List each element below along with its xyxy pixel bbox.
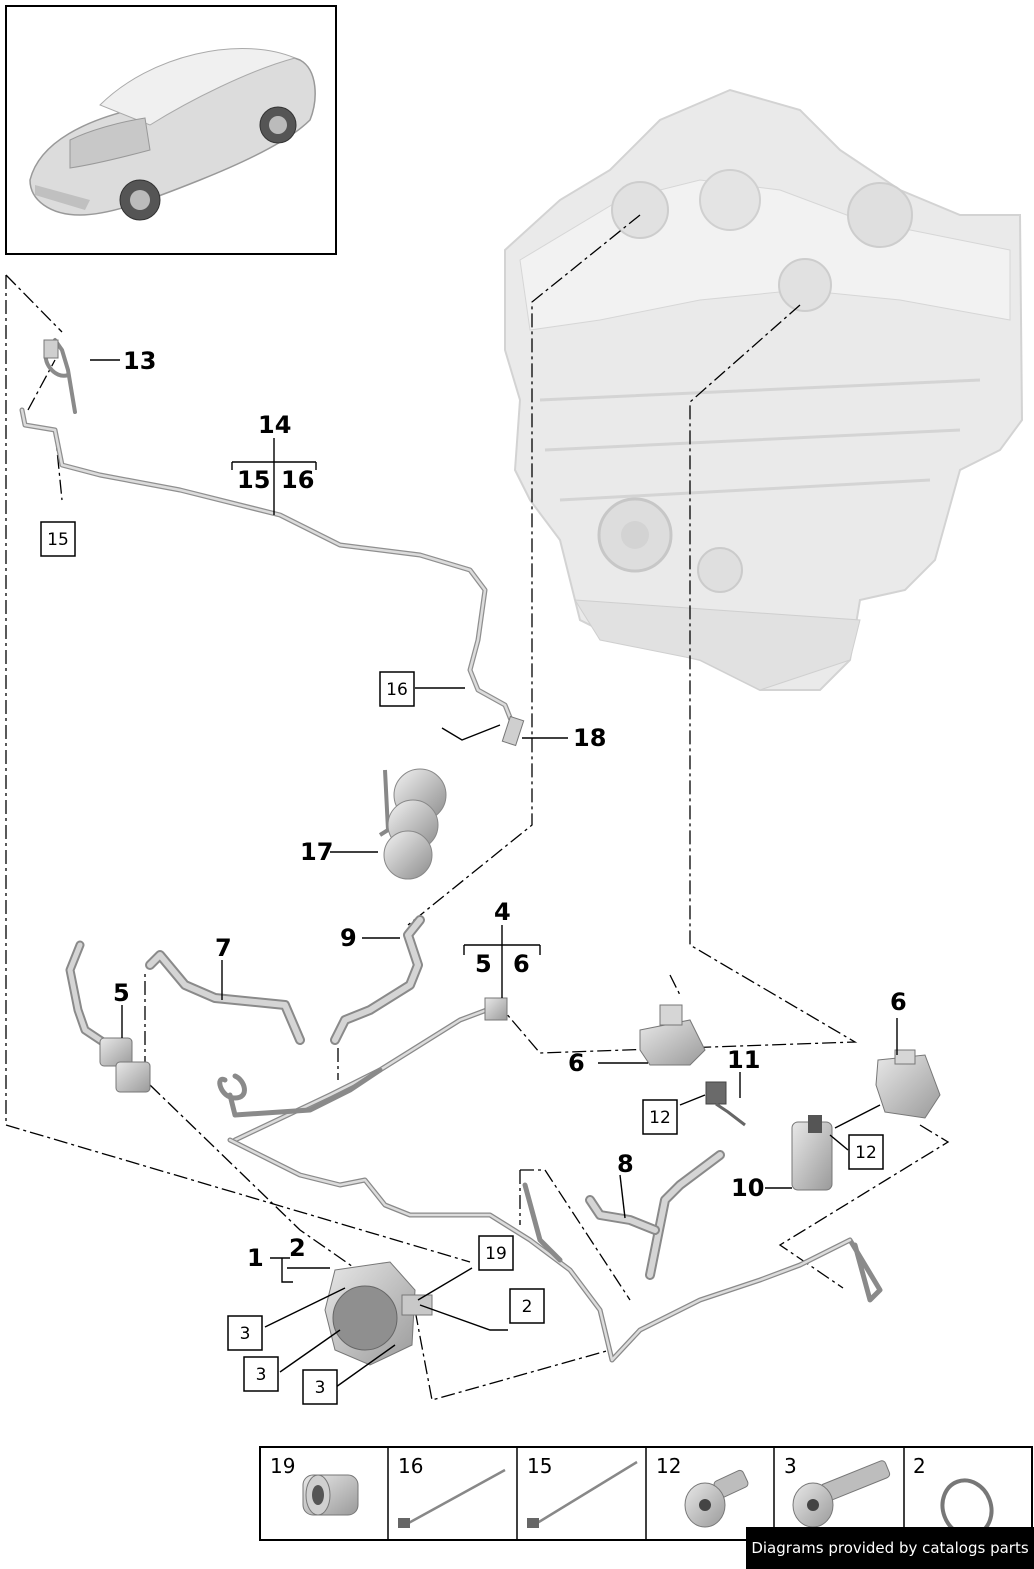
callout-10: 10 [731,1174,764,1202]
part-13-line-end [43,339,59,359]
callout-6: 6 [568,1049,585,1077]
callout-13: 13 [123,347,156,375]
callout-2: 2 [289,1234,306,1262]
legend-number: 12 [656,1454,681,1478]
legend-number: 16 [398,1454,423,1478]
part-4-junction [484,997,508,1021]
part-18-connector [501,715,525,747]
legend-cell-12: 12 [656,1454,749,1528]
short-bolt-icon [684,1469,749,1528]
box-ref-12-right: 12 [855,1143,877,1163]
vacuum-lines [19,338,883,1363]
legend-cell-3: 3 [784,1454,891,1528]
callout-7: 7 [215,934,232,962]
callout-1: 1 [247,1244,264,1272]
cable-tie-icon [398,1468,506,1528]
callout-9: 9 [340,924,357,952]
box-ref-12: 12 [649,1108,671,1128]
callout-6-right: 6 [890,988,907,1016]
legend-number: 3 [784,1454,797,1478]
long-bolt-icon [792,1460,891,1528]
callout-lines [90,359,898,1388]
part-6-valve-upper [639,1004,706,1066]
legend-cell-15: 15 [527,1454,638,1528]
part-17-vacuum-reservoir [378,768,447,880]
cable-tie-icon [527,1460,638,1528]
engine-block [504,88,1024,691]
legend-table: 19 16 15 12 [259,1446,1033,1541]
leader-lines [5,214,950,1401]
callout-14: 14 [258,411,291,439]
callout-8: 8 [617,1150,634,1178]
callout-11: 11 [727,1046,760,1074]
vehicle-inset [5,5,337,255]
callout-18: 18 [573,724,606,752]
box-ref-16: 16 [386,680,408,700]
callout-5: 5 [113,979,130,1007]
watermark-banner: Diagrams provided by catalogs parts [746,1527,1034,1569]
callout-5-sub: 5 [475,950,492,978]
box-ref-3-top: 3 [240,1324,251,1344]
box-ref-15: 15 [47,530,69,550]
callout-17: 17 [300,838,333,866]
car-icon [29,48,316,221]
sleeve-icon [302,1474,359,1516]
box-ref-19: 19 [485,1244,507,1264]
box-ref-3-bottom: 3 [315,1378,326,1398]
legend-number: 19 [270,1454,295,1478]
part-5-valve [99,1037,151,1093]
legend-cell-19: 19 [270,1454,359,1516]
part-11-sensor [705,1081,746,1127]
callout-6-sub: 6 [513,950,530,978]
callout-16: 16 [281,466,314,494]
legend-number: 15 [527,1454,552,1478]
boxed-refs: 15 16 12 12 19 2 3 3 3 [40,521,884,1405]
legend-number: 2 [913,1454,926,1478]
callout-4: 4 [494,898,511,926]
callout-labels: 13 14 15 16 18 17 9 7 5 4 5 6 6 11 6 8 1… [113,347,907,1272]
legend-cell-16: 16 [398,1454,506,1528]
part-10-filter [791,1115,833,1191]
callout-15: 15 [237,466,270,494]
box-ref-2: 2 [522,1297,533,1317]
part-1-vacuum-pump [324,1261,433,1366]
box-ref-3-mid: 3 [256,1365,267,1385]
part-6-valve-right [875,1049,941,1119]
